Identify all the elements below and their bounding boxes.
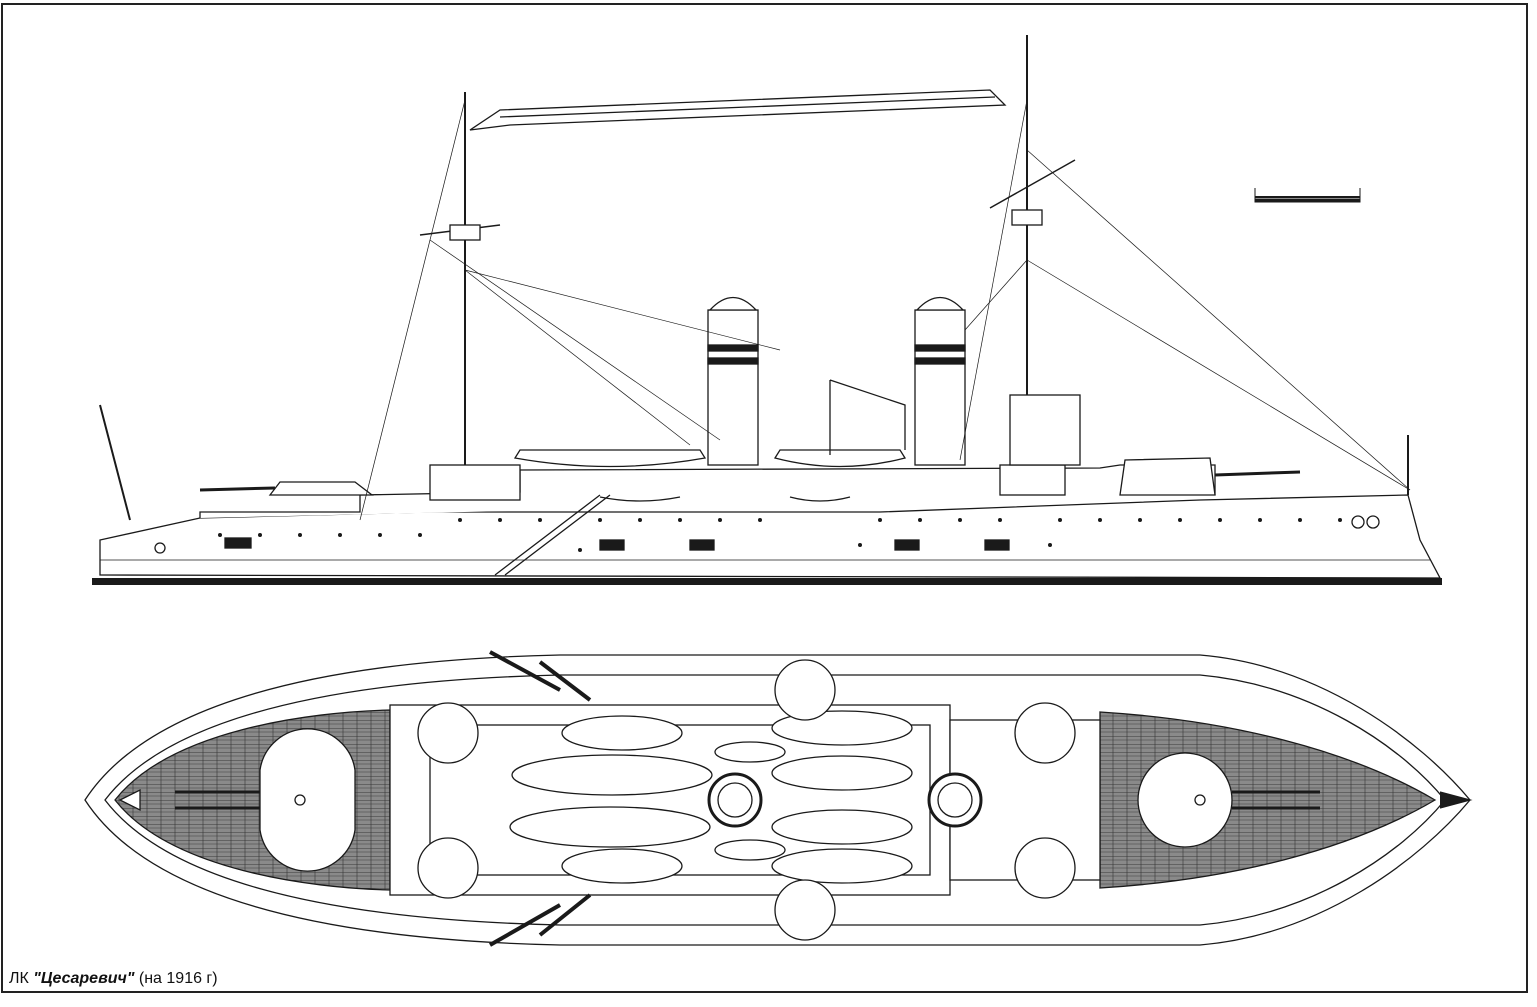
- drawing-frame: [1, 3, 1528, 993]
- caption-prefix: ЛК: [9, 970, 34, 987]
- drawing-caption: ЛК "Цесаревич" (на 1916 г): [9, 970, 218, 988]
- caption-suffix: (на 1916 г): [134, 970, 218, 987]
- plan-view: [84, 650, 1473, 947]
- hull-side: [99, 494, 1442, 579]
- fwd-main-turret: [175, 728, 356, 872]
- caption-ship-name: "Цесаревич": [33, 970, 135, 987]
- portholes: [218, 518, 1342, 552]
- side-view: [92, 35, 1442, 585]
- funnel-fore: [707, 296, 759, 466]
- fwd-turret-side: [268, 481, 374, 496]
- aft-main-turret: [1137, 752, 1320, 848]
- funnel-aft: [914, 296, 966, 466]
- secondary-turrets: [417, 659, 1076, 941]
- waterline-band: [92, 578, 1442, 585]
- rigging: [359, 99, 1411, 521]
- aft-turret-side: [1119, 457, 1216, 496]
- boats-plan: [509, 710, 913, 884]
- scale-bar: [1254, 188, 1361, 203]
